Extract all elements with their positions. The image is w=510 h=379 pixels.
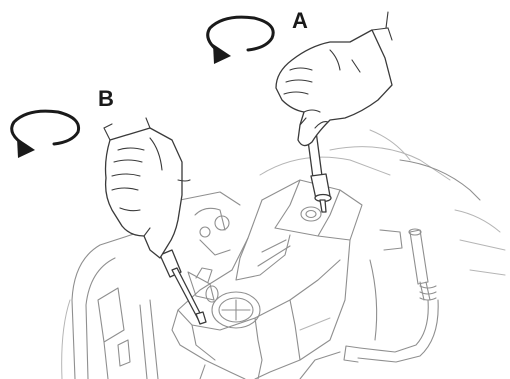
gloved-hand-b bbox=[104, 118, 190, 258]
callout-label-a: A bbox=[292, 10, 308, 32]
counterclockwise-arrow-icon bbox=[12, 111, 79, 158]
screwdriver-b bbox=[160, 250, 206, 324]
callout-label-b: B bbox=[98, 88, 114, 110]
counterclockwise-arrow-icon bbox=[208, 17, 273, 64]
